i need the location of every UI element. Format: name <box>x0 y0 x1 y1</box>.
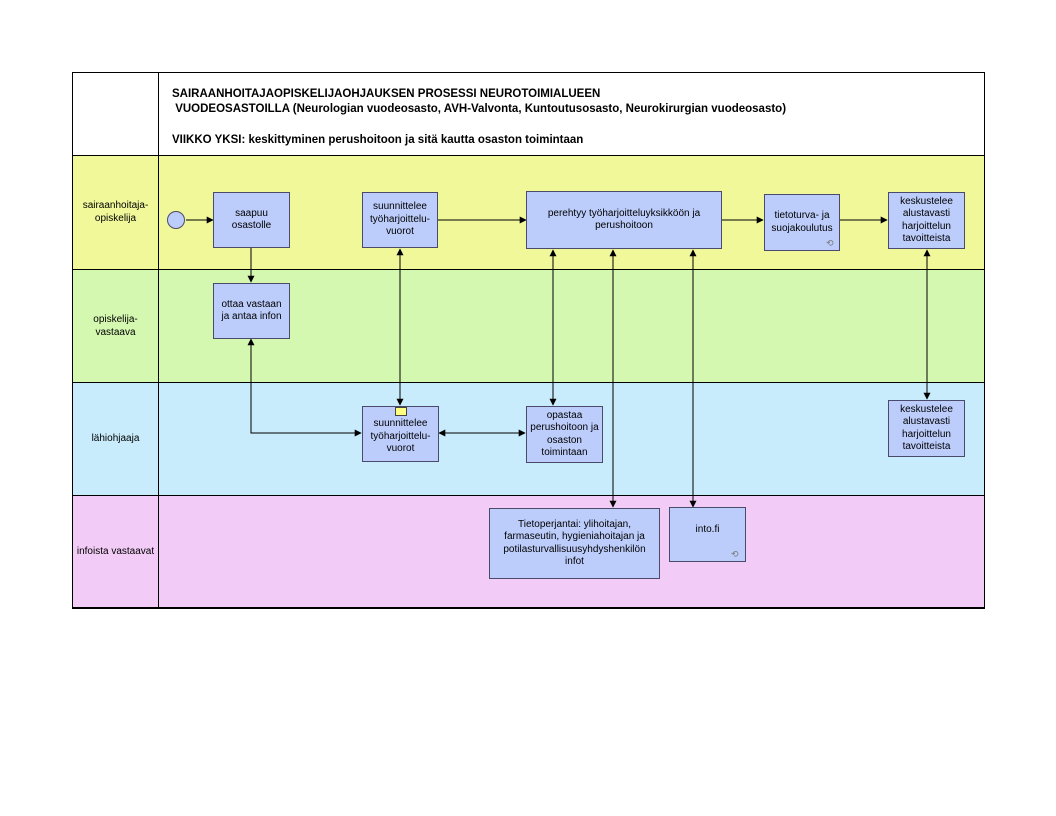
link-icon: ⟲ <box>826 238 834 248</box>
box-into-fi: into.fi <box>669 507 746 562</box>
lane-label-column <box>72 72 159 608</box>
box-tietoperjantai: Tietoperjantai: ylihoitajan, farmaseutin… <box>489 508 660 579</box>
box-suunnittelee-vuorot: suunnittelee työharjoittelu- vuorot <box>362 192 438 248</box>
box-keskustelee-student: keskustelee alustavasti harjoittelun tav… <box>888 192 965 249</box>
lane-label-student-supervisor: opiskelija- vastaava <box>93 313 138 338</box>
box-keskustelee-mentor: keskustelee alustavasti harjoittelun tav… <box>888 400 965 457</box>
diagram-header <box>72 72 983 156</box>
lane-label-info-providers: infoista vastaavat <box>76 546 155 557</box>
diagram-frame <box>72 72 985 609</box>
lane-label-student: sairaanhoitaja- opiskelija <box>82 200 149 224</box>
lane-label-mentor: lähiohjaaja <box>91 433 140 444</box>
start-event <box>167 211 185 229</box>
note-icon <box>395 407 407 416</box>
arrow-ottaa-to-suunnittelee2 <box>247 338 362 437</box>
diagram-subtitle: VIIKKO YKSI: keskittyminen perushoitoon … <box>172 134 584 146</box>
box-saapuu-osastolle: saapuu osastolle <box>213 192 290 248</box>
diagram-title-line2: VUODEOSASTOILLA (Neurologian vuodeosasto… <box>172 103 787 115</box>
box-tietoturva: tietoturva- ja suojakoulutus <box>764 194 840 251</box>
box-ottaa-vastaan: ottaa vastaan ja antaa infon <box>213 283 290 339</box>
diagram-title-line1: SAIRAANHOITAJAOPISKELIJAOHJAUKSEN PROSES… <box>172 88 601 100</box>
box-perehtyy: perehtyy työharjoitteluyksikköön ja peru… <box>526 191 722 249</box>
box-opastaa: opastaa perushoitoon ja osaston toiminta… <box>526 406 603 463</box>
link-icon: ⟲ <box>731 549 739 559</box>
